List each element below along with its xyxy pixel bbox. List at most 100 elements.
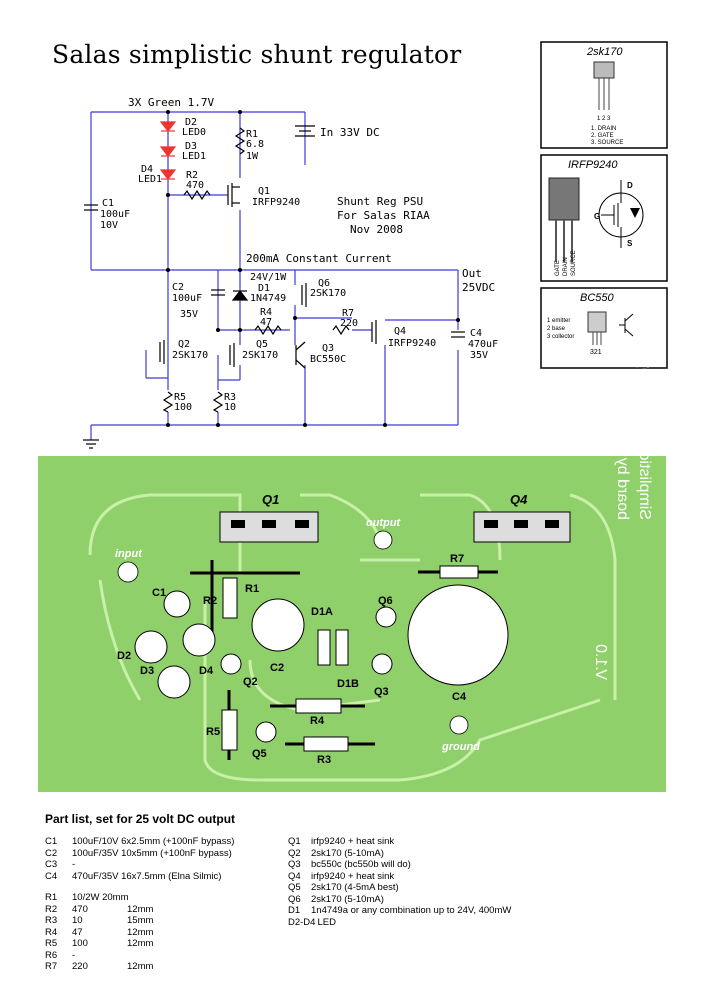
list-item: C3-	[45, 859, 76, 870]
pinout-box1-title: 2sk170	[586, 46, 623, 58]
c1-voltage: 10V	[100, 220, 118, 231]
pinout-box-bc550	[540, 287, 668, 369]
d3-value: LED1	[182, 151, 206, 162]
c2-label: C2	[172, 282, 184, 293]
pcb-q6-label: Q6	[378, 595, 393, 607]
list-item: R6-	[45, 949, 76, 961]
r2-value: 470	[186, 180, 204, 191]
pcb-input-label: input	[115, 548, 143, 560]
r5-value: 100	[174, 402, 192, 413]
r4-value: 47	[260, 317, 272, 328]
pcb-q3-label: Q3	[374, 686, 389, 698]
pinout-box2-g: G	[594, 212, 600, 221]
pcb-r5-label: R5	[206, 726, 220, 738]
q2-part: 2SK170	[172, 350, 208, 361]
q3-part: BC550C	[310, 354, 346, 365]
q3-label: Q3	[322, 343, 334, 354]
led-string-label: 3X Green 1.7V	[128, 96, 214, 109]
r7-label: R7	[342, 308, 354, 319]
pcb-mirror-text-1: SimplisticShuntReg by Salas	[636, 315, 653, 520]
r5-label: R5	[174, 392, 186, 403]
pcb-output-label: output	[366, 517, 402, 529]
d3-label: D3	[185, 141, 197, 152]
pcb-c1-label: C1	[152, 587, 166, 599]
c2-voltage: 35V	[180, 309, 198, 320]
d2-value: LED0	[182, 127, 206, 138]
q6-part: 2SK170	[310, 288, 346, 299]
pcb-r4-label: R4	[310, 715, 325, 727]
pcb-d1a-label: D1A	[311, 606, 333, 618]
resistor-r1-symbol	[234, 127, 246, 155]
ccs-label: 200mA Constant Current	[246, 252, 392, 265]
q1-part: IRFP9240	[252, 197, 300, 208]
pcb-d1b-label: D1B	[337, 678, 359, 690]
pcb-c2-label: C2	[270, 662, 284, 674]
pinout-box-irfp9240	[540, 154, 668, 282]
pcb-mirror-text-2: board by ccso 2009	[614, 380, 631, 520]
c4-value: 470uF	[468, 339, 498, 350]
pcb-q1-label: Q1	[262, 492, 279, 507]
d2-label: D2	[185, 117, 197, 128]
pcb-q2-label: Q2	[243, 676, 258, 688]
r7-value: 220	[340, 318, 358, 329]
pcb-r2-label: R2	[203, 595, 217, 607]
r1-power: 1W	[246, 151, 259, 162]
pinout-box1-num2: 2	[602, 116, 606, 122]
pinout-box3-numbers: 321	[590, 349, 602, 356]
r1-value: 6.8	[246, 139, 264, 150]
pinout-box1-pin2: 2. GATE	[591, 133, 614, 139]
pinout-box2-gate: GATE	[555, 260, 561, 276]
pcb-layout	[38, 456, 666, 792]
pcb-q4-label: Q4	[510, 492, 528, 507]
output-label-1: Out	[462, 267, 482, 280]
q5-part: 2SK170	[242, 350, 278, 361]
pinout-box1-num3: 3	[607, 116, 611, 122]
pinout-box1-pin1: 1. DRAIN	[591, 126, 616, 132]
q4-part: IRFP9240	[388, 338, 436, 349]
pcb-q5-label: Q5	[252, 748, 267, 760]
q1-label: Q1	[258, 186, 270, 197]
pinout-box2-drain: DRAIN	[563, 257, 569, 276]
q6-label: Q6	[318, 278, 330, 289]
pcb-d2-label: D2	[117, 650, 131, 662]
output-label-2: 25VDC	[462, 281, 495, 294]
c2-value: 100uF	[172, 293, 202, 304]
c4-voltage: 35V	[470, 350, 488, 361]
c1-label: C1	[102, 198, 114, 209]
pinout-box2-source: SOURCE	[571, 250, 577, 276]
page-title: Salas simplistic shunt regulator	[52, 40, 462, 69]
pcb-r3-label: R3	[317, 754, 331, 766]
pcb-d3-label: D3	[140, 665, 154, 677]
schematic-junctions	[166, 110, 460, 427]
pinout-box3-pin2: 2 base	[547, 326, 566, 332]
pinout-box3-pin1: 1 emitter	[547, 318, 570, 324]
info-line-2: For Salas RIAA	[337, 209, 430, 222]
pcb-c4-label: C4	[452, 691, 467, 703]
pinout-box3-title: BC550	[580, 292, 615, 304]
d1-label: D1	[258, 283, 270, 294]
pcb-ground-label: ground	[441, 741, 480, 753]
info-line-3: Nov 2008	[350, 223, 403, 236]
parts-list-title: Part list, set for 25 volt DC output	[45, 812, 236, 826]
d1-part: 1N4749	[250, 293, 286, 304]
resistor-r2-symbol	[183, 189, 211, 201]
d4-label: D4	[141, 164, 153, 175]
pinout-box2-title: IRFP9240	[568, 159, 618, 171]
